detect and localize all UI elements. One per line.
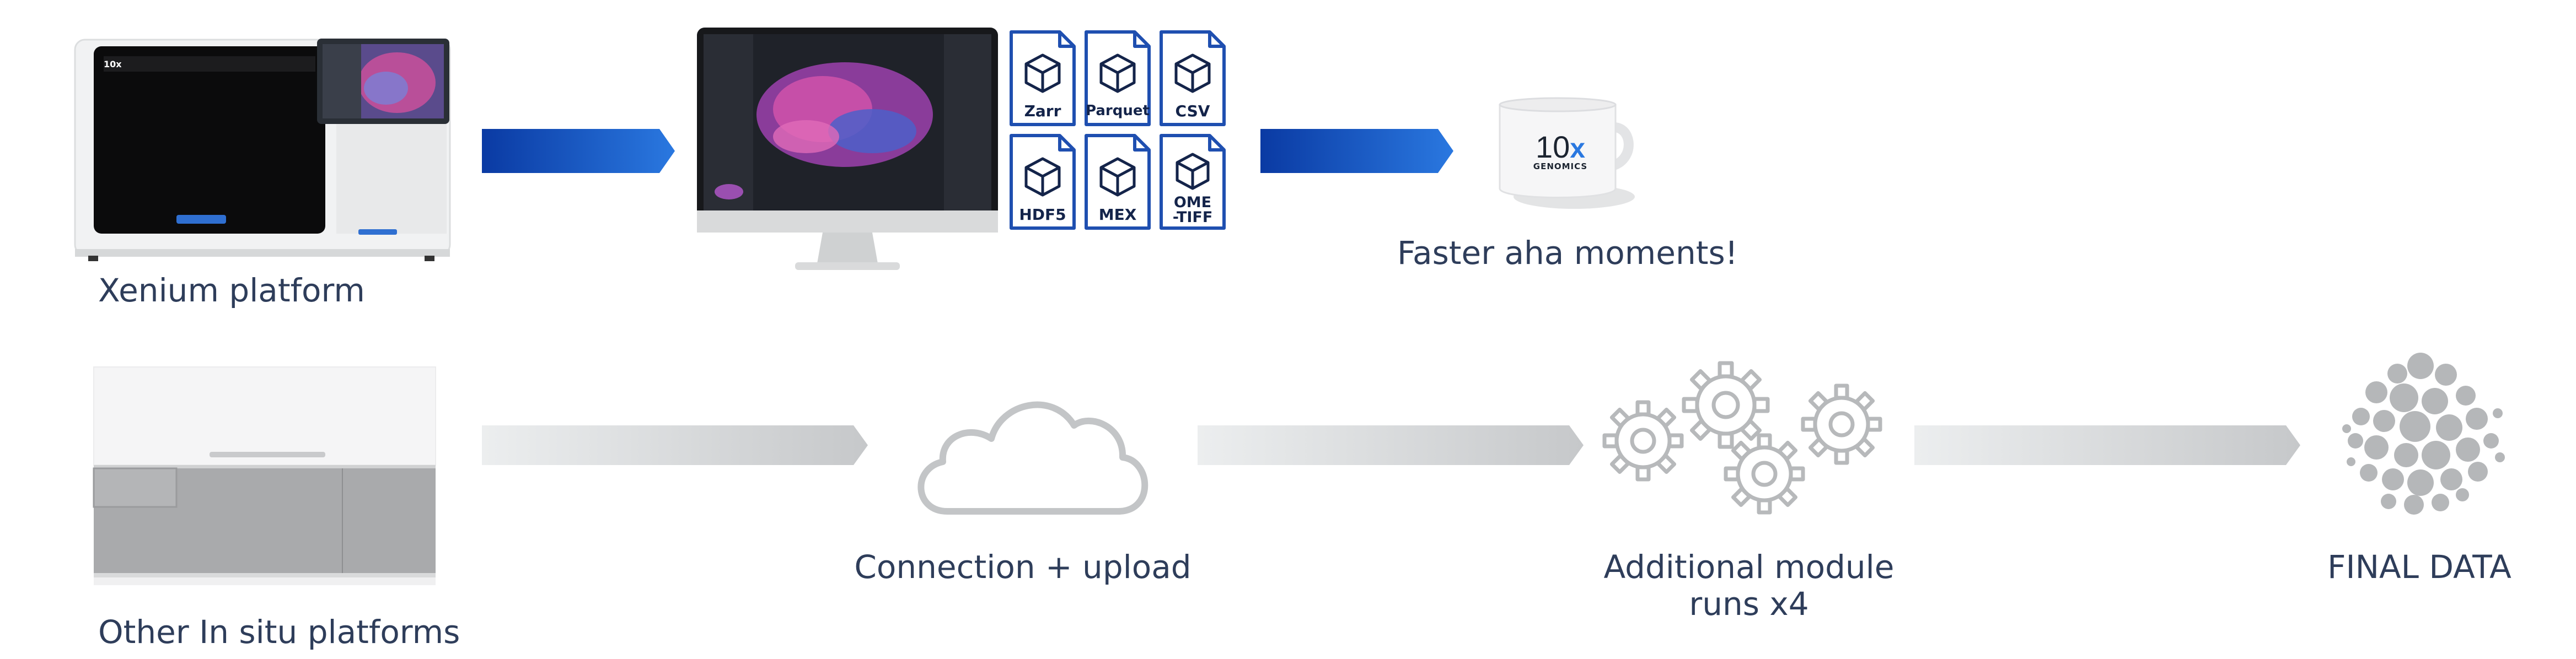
cube-icon: [1024, 157, 1061, 197]
additional-module-label: Additional module runs x4: [1604, 549, 1895, 622]
additional-module-line1: Additional module: [1603, 548, 1895, 586]
grey-arrow-1: [482, 425, 868, 465]
other-platforms-label: Other In situ platforms: [98, 613, 460, 651]
cube-icon: [1024, 53, 1061, 93]
file-label-parquet: Parquet: [1086, 102, 1150, 119]
xenium-platform-label: Xenium platform: [98, 272, 365, 309]
logo-company: GENOMICS: [1533, 161, 1588, 171]
connection-upload-label: Connection + upload: [854, 548, 1192, 586]
cube-icon: [1174, 53, 1211, 93]
blue-arrow-1: [482, 129, 675, 173]
grey-arrow-3: [1914, 425, 2300, 465]
monitor-image: [697, 28, 998, 270]
file-label-mex: MEX: [1098, 206, 1137, 224]
blue-arrow-2: [1260, 129, 1453, 173]
faster-aha-label: Faster aha moments!: [1397, 234, 1738, 272]
mug-logo: 10x GENOMICS: [1527, 129, 1593, 171]
svg-text:10x: 10x: [104, 59, 122, 69]
final-data-label: FINAL DATA: [2327, 548, 2511, 586]
xenium-instrument-image: 10x: [74, 39, 451, 261]
gears-icon: [1602, 361, 1882, 515]
logo-x: x: [1570, 133, 1586, 164]
additional-module-line2: runs x4: [1689, 585, 1809, 623]
cube-icon: [1099, 53, 1136, 93]
final-data-bubbles-icon: [2342, 353, 2505, 515]
cube-icon: [1099, 157, 1136, 197]
file-card-csv: CSV: [1158, 30, 1227, 127]
file-card-zarr: Zarr: [1008, 30, 1077, 127]
logo-number: 10: [1535, 129, 1570, 164]
file-label-csv: CSV: [1175, 102, 1210, 120]
file-card-hdf5: HDF5: [1008, 133, 1077, 230]
file-label-zarr: Zarr: [1024, 102, 1061, 120]
file-card-ome-tiff: OME -TIFF: [1158, 133, 1227, 230]
cube-icon: [1176, 153, 1210, 190]
file-card-mex: MEX: [1083, 133, 1152, 230]
file-label-hdf5: HDF5: [1019, 206, 1066, 224]
mug-image: 10x GENOMICS: [1478, 95, 1643, 210]
cloud-icon: [917, 401, 1149, 515]
grey-arrow-2: [1198, 425, 1584, 465]
file-label-ome-tiff: OME -TIFF: [1172, 194, 1213, 226]
file-card-parquet: Parquet: [1083, 30, 1152, 127]
other-instrument-image: [93, 366, 436, 585]
